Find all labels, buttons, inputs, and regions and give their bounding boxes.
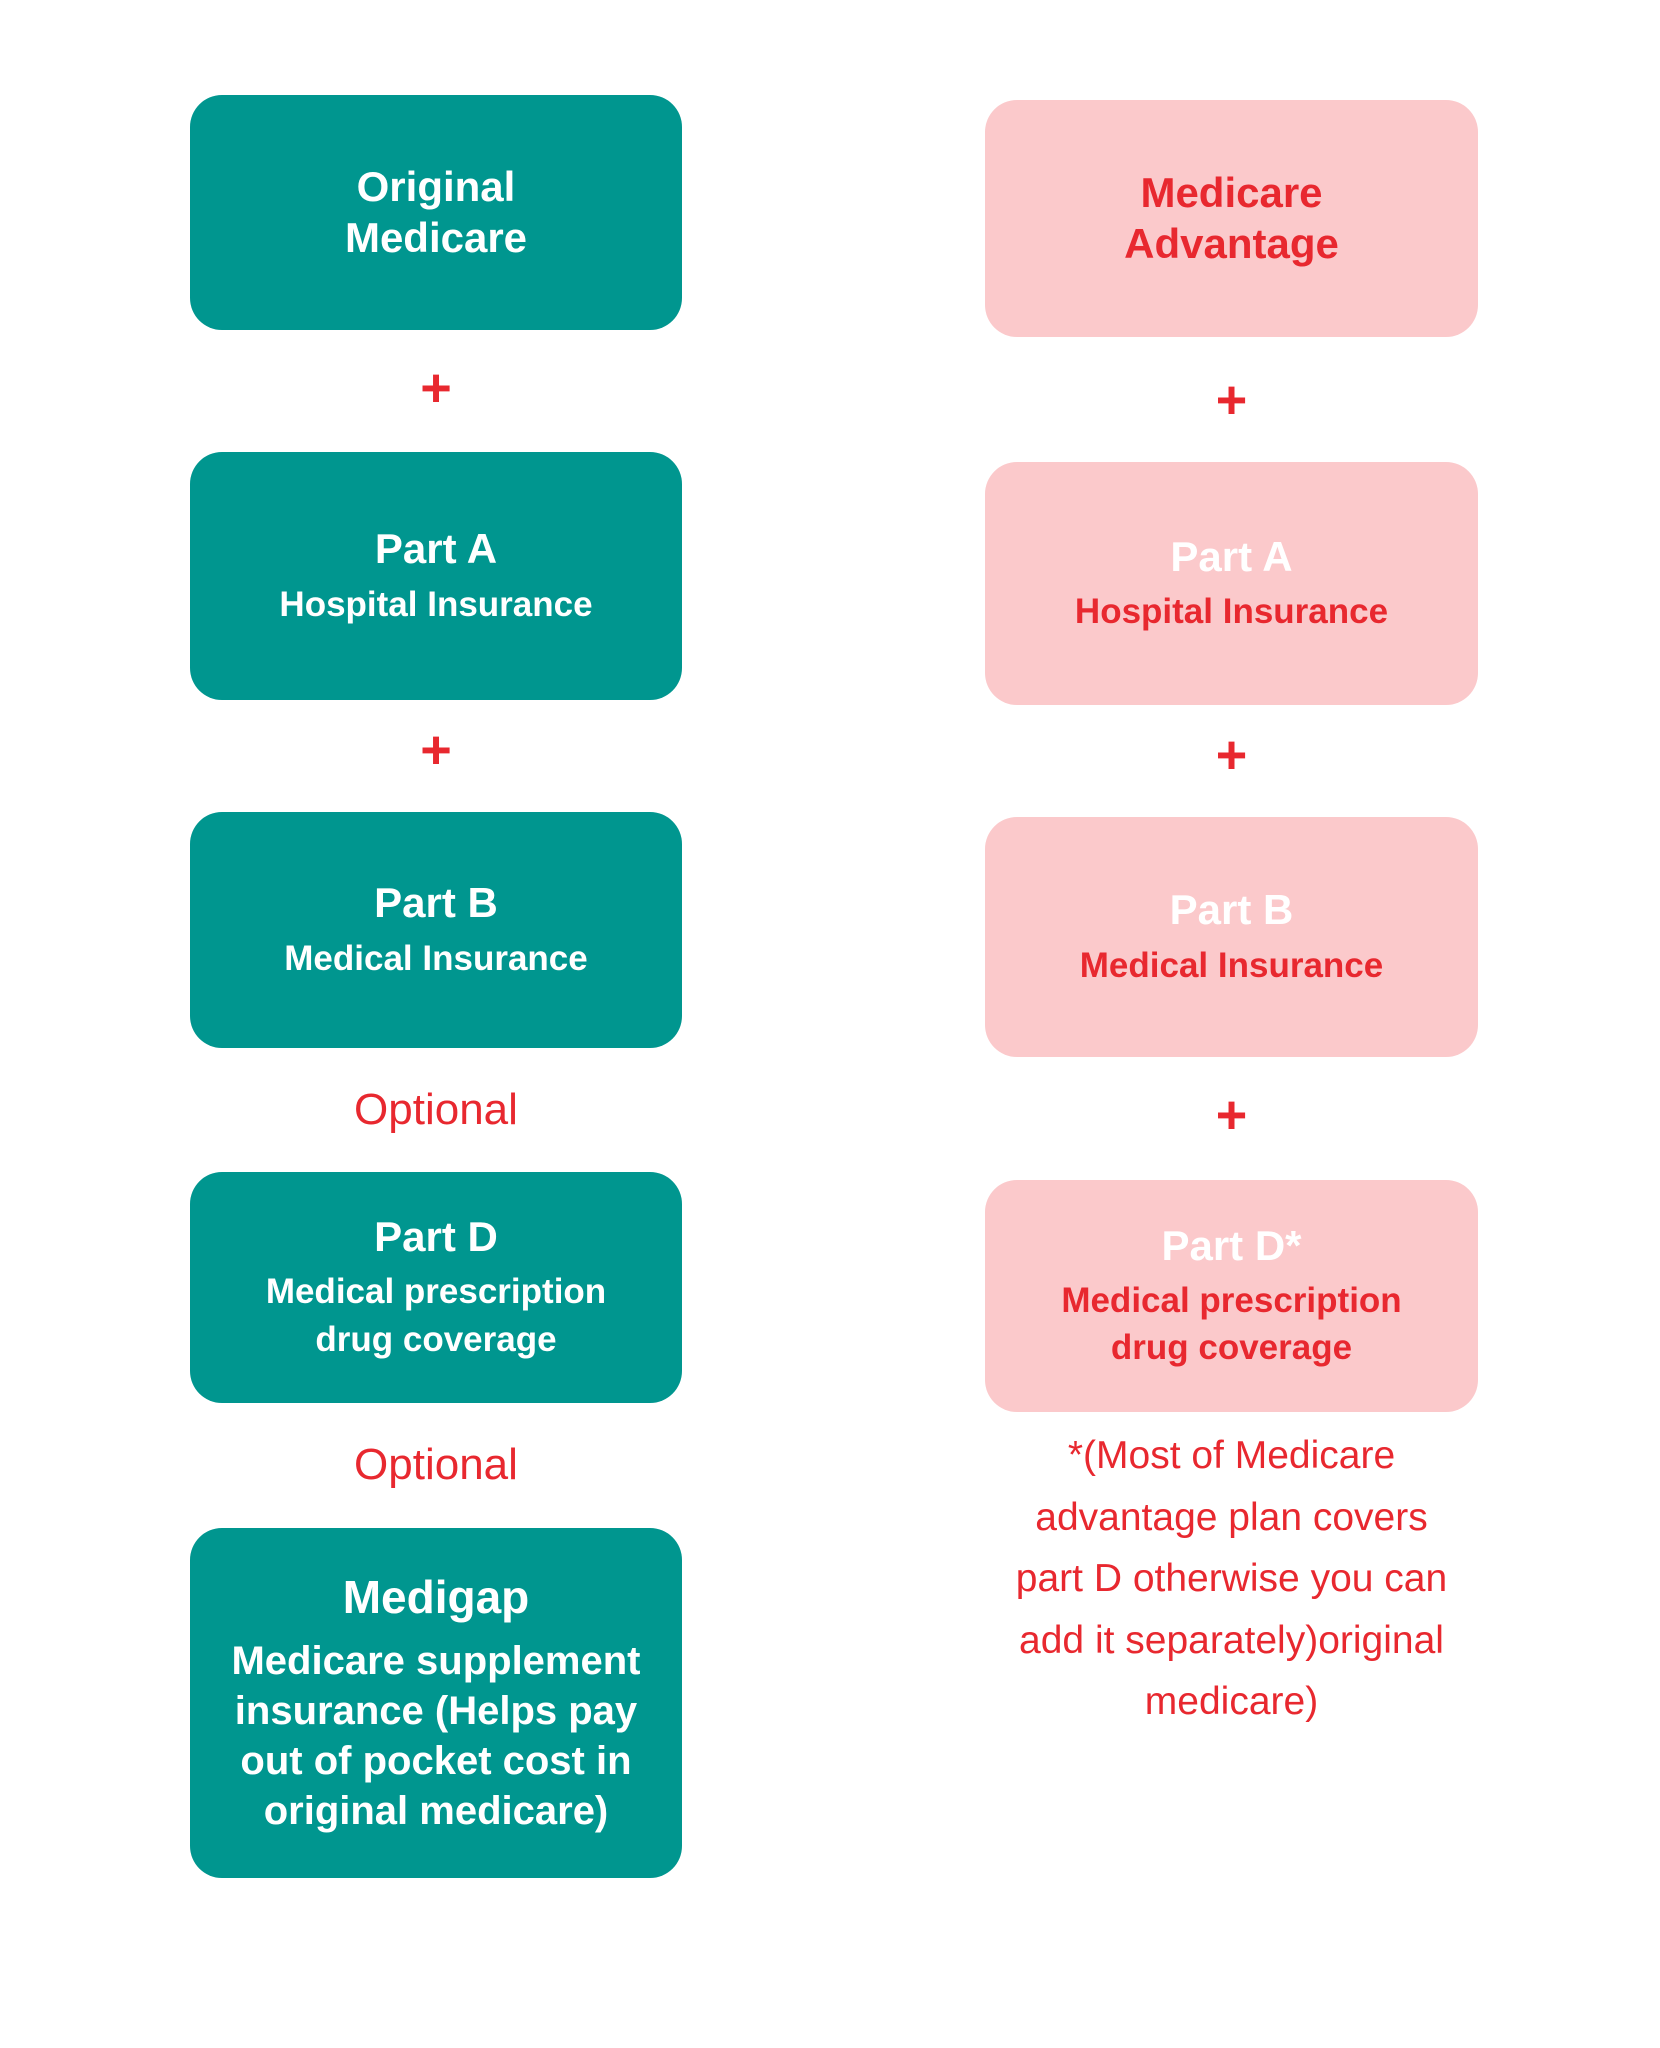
- right-part-a-subtitle: Hospital Insurance: [1074, 592, 1389, 632]
- left-part-b-title: Part B: [374, 879, 498, 927]
- plus-icon: +: [1215, 370, 1248, 430]
- right-part-b-box: Part B Medical Insurance: [985, 817, 1478, 1057]
- right-part-a-box: Part A Hospital Insurance: [985, 462, 1478, 705]
- optional-label: Optional: [354, 1440, 518, 1489]
- optional-label: Optional: [354, 1085, 518, 1134]
- left-part-b-box: Part B Medical Insurance: [190, 812, 682, 1048]
- right-part-d-title: Part D*: [1161, 1221, 1302, 1269]
- original-medicare-box: Original Medicare: [190, 95, 682, 330]
- part-d-footnote: *(Most of Medicare advantage plan covers…: [1015, 1434, 1448, 1724]
- left-part-d-box: Part D Medical prescription drug coverag…: [190, 1172, 682, 1403]
- plus-icon: +: [1215, 1085, 1248, 1145]
- medigap-subtitle: Medicare supplement insurance (Helps pay…: [231, 1638, 641, 1833]
- right-part-b-subtitle: Medical Insurance: [1079, 945, 1384, 985]
- plus-icon: +: [1215, 725, 1248, 785]
- original-medicare-title: Original Medicare: [344, 163, 528, 261]
- left-part-a-title: Part A: [374, 525, 498, 573]
- left-part-d-subtitle: Medical prescription drug coverage: [265, 1272, 607, 1359]
- medigap-title: Medigap: [342, 1571, 530, 1624]
- left-part-d-title: Part D: [374, 1213, 498, 1261]
- plus-icon: +: [420, 358, 452, 418]
- left-part-a-box: Part A Hospital Insurance: [190, 452, 682, 700]
- right-part-d-subtitle: Medical prescription drug coverage: [1061, 1280, 1402, 1368]
- medicare-advantage-box: Medicare Advantage: [985, 100, 1478, 337]
- left-part-a-subtitle: Hospital Insurance: [279, 584, 593, 624]
- right-part-b-title: Part B: [1169, 886, 1294, 934]
- left-part-b-subtitle: Medical Insurance: [284, 938, 588, 978]
- right-part-a-title: Part A: [1170, 532, 1293, 580]
- medigap-box: Medigap Medicare supplement insurance (H…: [190, 1528, 682, 1878]
- plus-icon: +: [420, 720, 452, 780]
- right-part-d-box: Part D* Medical prescription drug covera…: [985, 1180, 1478, 1412]
- medicare-advantage-title: Medicare Advantage: [1124, 169, 1339, 267]
